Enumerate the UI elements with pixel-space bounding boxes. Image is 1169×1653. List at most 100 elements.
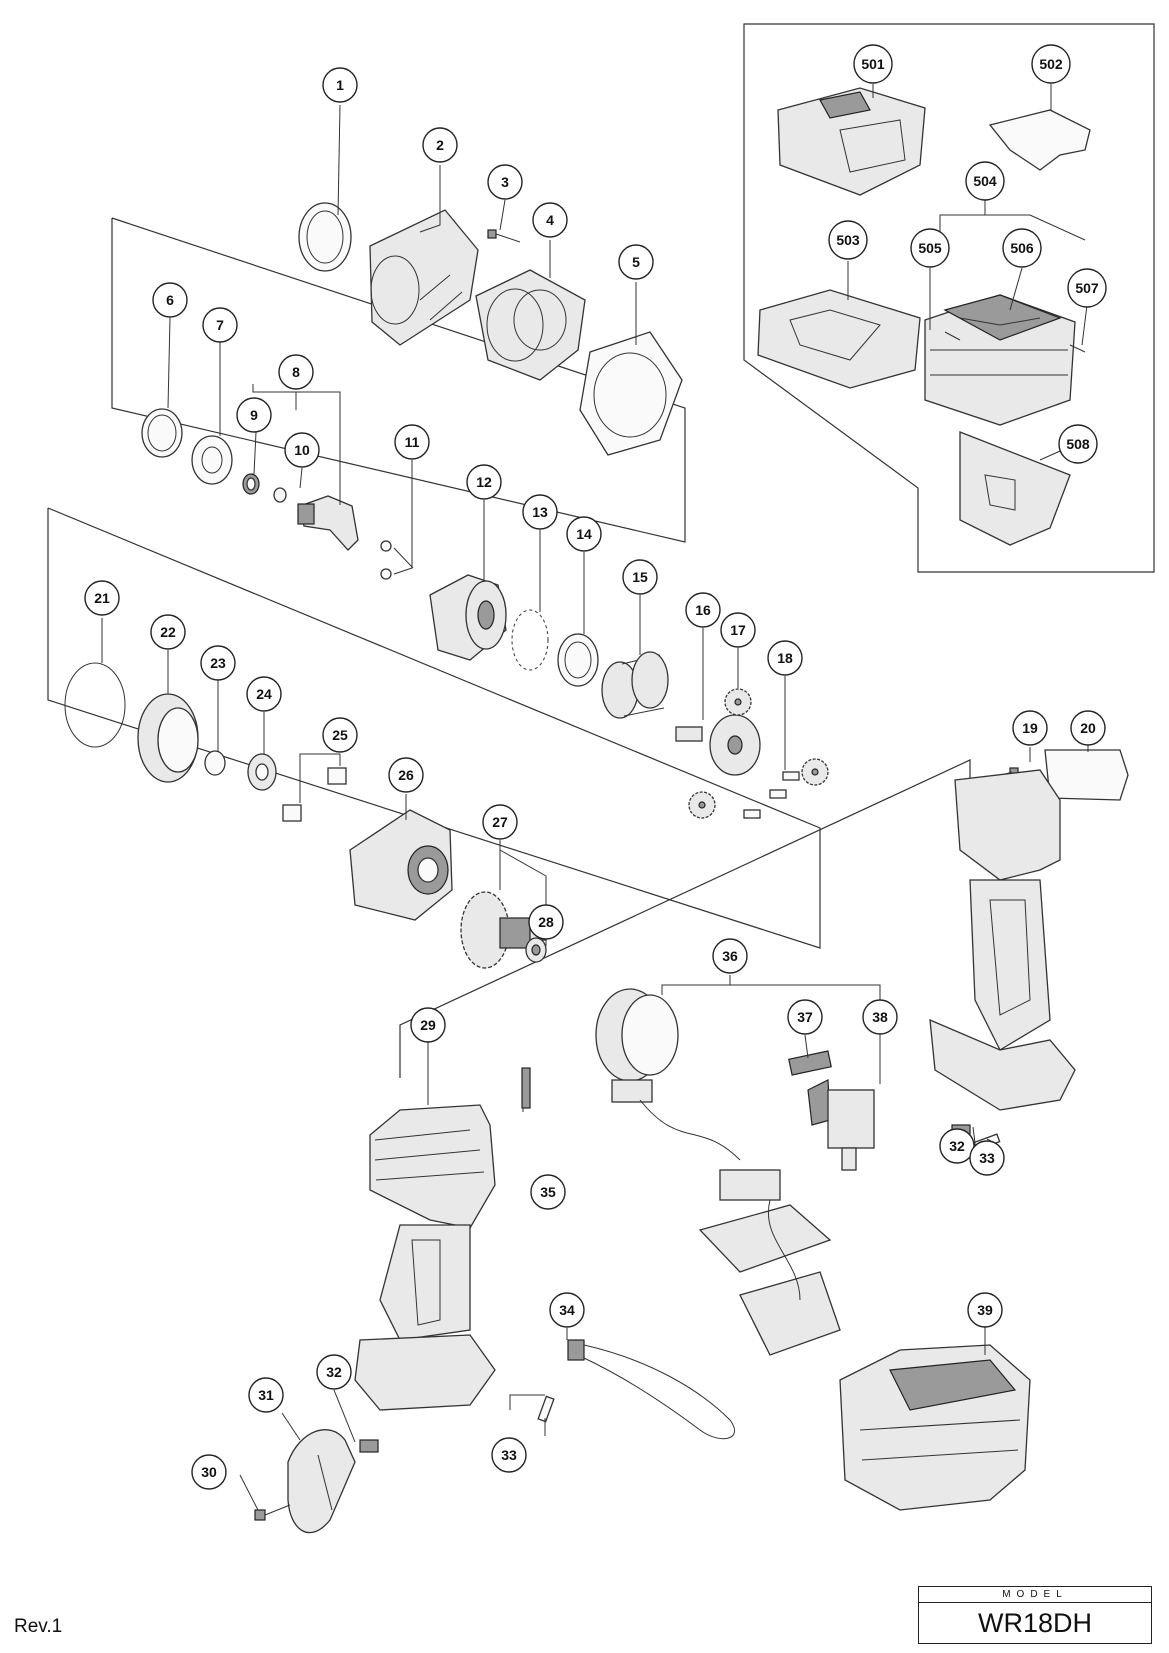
part-508-cover [959, 431, 1071, 546]
callout-501: 501 [853, 44, 893, 84]
callout-502: 502 [1031, 44, 1071, 84]
callout-label: 501 [861, 56, 885, 72]
callout-label: 4 [546, 212, 554, 228]
callout-label: 39 [977, 1302, 993, 1318]
callout-18: 18 [767, 640, 803, 676]
part-17-gear-b [801, 758, 829, 786]
callout-label: 17 [730, 622, 746, 638]
part-14-washer [557, 633, 599, 687]
part-33-pin [537, 1395, 555, 1423]
callout-7: 7 [202, 307, 238, 343]
part-18-pin-c [743, 809, 761, 819]
callout-label: 36 [722, 948, 738, 964]
part-17-gear-c [688, 791, 716, 819]
callout-33: 33 [969, 1140, 1005, 1176]
callout-label: 505 [918, 240, 942, 256]
part-502-clip [988, 109, 1091, 171]
callout-label: 503 [836, 232, 860, 248]
callout-39: 39 [967, 1292, 1003, 1328]
callout-17: 17 [720, 612, 756, 648]
callout-label: 32 [326, 1364, 342, 1380]
callout-9: 9 [236, 397, 272, 433]
model-title-block: MODEL WR18DH [918, 1586, 1152, 1644]
accessory-inset-frame [743, 23, 1155, 573]
callout-label: 22 [160, 624, 176, 640]
callout-503: 503 [828, 220, 868, 260]
part-501-charger [777, 87, 926, 196]
part-25-damper [327, 767, 347, 785]
callout-31: 31 [248, 1377, 284, 1413]
part-11-ball [380, 540, 392, 552]
callout-36: 36 [712, 938, 748, 974]
callout-12: 12 [466, 464, 502, 500]
callout-11: 11 [394, 424, 430, 460]
callout-label: 8 [292, 364, 300, 380]
part-36-controller [698, 1169, 841, 1356]
part-25-damper-b [282, 804, 302, 822]
callout-23: 23 [200, 645, 236, 681]
callout-26: 26 [388, 757, 424, 793]
callout-label: 37 [797, 1009, 813, 1025]
callout-label: 13 [532, 504, 548, 520]
callout-37: 37 [787, 999, 823, 1035]
part-18-pin [782, 771, 800, 781]
callout-504: 504 [965, 161, 1005, 201]
part-8-anvil [297, 495, 359, 551]
callout-label: 32 [949, 1138, 965, 1154]
callout-5: 5 [618, 244, 654, 280]
callout-label: 12 [476, 474, 492, 490]
callout-label: 502 [1039, 56, 1063, 72]
callout-label: 11 [405, 434, 420, 450]
callout-label: 26 [398, 767, 414, 783]
part-28-bearing [525, 937, 547, 963]
callout-label: 23 [210, 655, 226, 671]
callout-4: 4 [532, 202, 568, 238]
callout-label: 1 [336, 77, 344, 93]
part-23-washer [204, 750, 226, 776]
part-30-screw [254, 1504, 291, 1521]
callout-label: 14 [576, 526, 592, 542]
callout-1: 1 [322, 67, 358, 103]
callout-label: 25 [332, 727, 348, 743]
part-34-strap [567, 1339, 736, 1440]
callout-8: 8 [278, 354, 314, 390]
callout-label: 28 [538, 914, 554, 930]
callout-16: 16 [685, 592, 721, 628]
callout-14: 14 [566, 516, 602, 552]
part-12-hammer [429, 574, 507, 661]
callout-38: 38 [862, 999, 898, 1035]
part-6-washer [141, 408, 183, 458]
callout-29: 29 [410, 1007, 446, 1043]
part-504-carry-case [924, 294, 1076, 426]
part-503-case-insert [757, 289, 921, 389]
callout-label: 508 [1066, 436, 1090, 452]
part-16-spindle [675, 714, 761, 776]
callout-30: 30 [191, 1454, 227, 1490]
callout-label: 10 [294, 442, 310, 458]
part-15-spring [601, 651, 669, 719]
part-11-ball-b [380, 568, 392, 580]
part-9-ring [242, 473, 260, 495]
callout-label: 24 [256, 686, 272, 702]
callout-label: 20 [1080, 720, 1096, 736]
hammer-case-frame [47, 507, 821, 949]
part-35-nameplate [521, 1067, 531, 1109]
callout-24: 24 [246, 676, 282, 712]
callout-20: 20 [1070, 710, 1106, 746]
part-5-gasket [579, 331, 683, 456]
callout-label: 3 [501, 174, 509, 190]
callout-28: 28 [528, 904, 564, 940]
callout-3: 3 [487, 164, 523, 200]
callout-32: 32 [316, 1354, 352, 1390]
callout-22: 22 [150, 614, 186, 650]
callout-35: 35 [530, 1174, 566, 1210]
callout-label: 35 [540, 1184, 556, 1200]
part-38-switch [807, 1079, 875, 1171]
callout-508: 508 [1058, 424, 1098, 464]
part-2-front-cover [369, 209, 479, 346]
callout-15: 15 [622, 559, 658, 595]
part-507-screw [1069, 344, 1086, 353]
leader-lines [101, 84, 1089, 1511]
